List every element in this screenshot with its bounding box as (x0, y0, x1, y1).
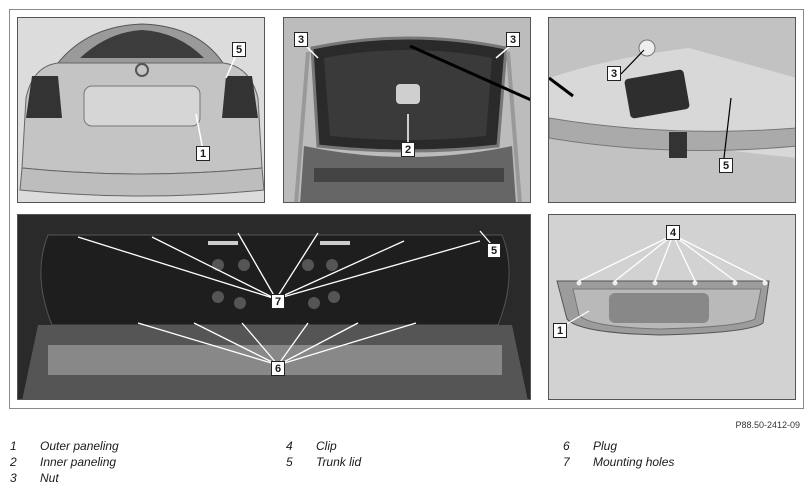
legend-number: 2 (10, 455, 17, 469)
callout-1: 1 (553, 323, 567, 338)
photo-rear-view: 5 1 (17, 17, 265, 203)
legend-item-6: 6 Plug (563, 439, 617, 454)
legend-number: 7 (563, 455, 570, 469)
legend-number: 3 (10, 471, 17, 485)
legend-label: Outer paneling (40, 439, 119, 453)
legend-number: 4 (286, 439, 293, 453)
photo-lid-interior: 5 7 6 (17, 214, 531, 400)
nut-detail-illustration (549, 18, 795, 202)
legend-label: Trunk lid (316, 455, 362, 469)
rear-view-illustration (18, 18, 264, 202)
callout-3-left: 3 (294, 32, 308, 47)
legend-label: Inner paneling (40, 455, 117, 469)
callout-5: 5 (487, 243, 501, 258)
legend-label: Plug (593, 439, 618, 453)
legend-number: 5 (286, 455, 293, 469)
legend-item-3: 3 Nut (10, 471, 59, 486)
legend-label: Clip (316, 439, 337, 453)
legend-item-2: 2 Inner paneling (10, 455, 116, 470)
legend-item-1: 1 Outer paneling (10, 439, 119, 454)
callout-3: 3 (607, 66, 621, 81)
legend: 1 Outer paneling 2 Inner paneling 3 Nut 4 Cl… (0, 439, 812, 489)
legend-item-5: 5 Trunk lid (286, 455, 361, 470)
legend-label: Mounting holes (593, 455, 675, 469)
callout-5: 5 (232, 42, 246, 57)
legend-number: 6 (563, 439, 570, 453)
callout-5: 5 (719, 158, 733, 173)
legend-item-4: 4 Clip (286, 439, 337, 454)
callout-2: 2 (401, 142, 415, 157)
callout-3-right: 3 (506, 32, 520, 47)
legend-number: 1 (10, 439, 17, 453)
figure-reference: P88.50-2412-09 (735, 420, 800, 430)
photo-trunk-lid-underside: 3 3 2 (283, 17, 531, 203)
lid-interior-illustration (18, 215, 530, 399)
callout-1: 1 (196, 146, 210, 161)
photo-outer-paneling-clips: 4 1 (548, 214, 796, 400)
lid-underside-illustration (284, 18, 530, 202)
photo-nut-detail: 3 5 (548, 17, 796, 203)
outer-paneling-illustration (549, 215, 795, 399)
callout-4: 4 (666, 225, 680, 240)
callout-7: 7 (271, 294, 285, 309)
legend-label: Nut (40, 471, 59, 485)
legend-item-7: 7 Mounting holes (563, 455, 674, 470)
callout-6: 6 (271, 361, 285, 376)
